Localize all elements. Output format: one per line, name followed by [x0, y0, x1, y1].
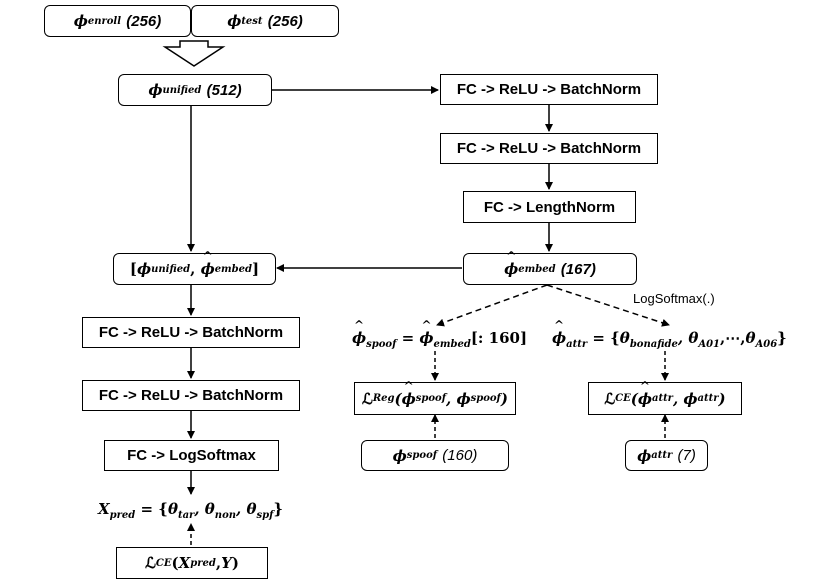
- concat-phi-unified: ϕ: [137, 260, 152, 278]
- loss-reg-b-sub: spoof: [470, 393, 501, 404]
- loss-reg-symbol: ℒ: [362, 389, 373, 408]
- phi-unified-subscript: unified: [162, 84, 202, 96]
- loss-attr-b-sub: attr: [697, 393, 719, 404]
- phi-attr-sub: attr: [651, 450, 673, 461]
- left-fc-relu-bn-1: FC -> ReLU -> BatchNorm: [82, 317, 300, 348]
- phi-test-symbol: ϕ: [227, 12, 242, 30]
- loss-ce-sub: CE: [155, 557, 172, 569]
- loss-reg-a-sub: spoof: [415, 393, 447, 404]
- phi-spoof-symbol: ϕ: [392, 446, 407, 465]
- concat-open-bracket: [: [129, 260, 137, 278]
- left-fc-logsoftmax: FC -> LogSoftmax: [104, 440, 279, 471]
- left-fc-relu-bn-2: FC -> ReLU -> BatchNorm: [82, 380, 300, 411]
- loss-attr-a: ϕ: [638, 379, 652, 408]
- attr-ellipsis: ,⋯,: [720, 329, 746, 347]
- edge-embed-attr: [546, 284, 670, 327]
- spoof-rhs-sub: embed: [433, 339, 471, 350]
- xpred-theta-spf: θ: [246, 500, 257, 518]
- xpred-lhs: X: [98, 500, 110, 518]
- loss-ce-y: Y: [221, 554, 232, 572]
- right-fc-lengthnorm: FC -> LengthNorm: [463, 191, 636, 223]
- attr-theta-bonafide-sub: bonafide: [629, 339, 678, 350]
- spoof-slice: [: 160]: [470, 329, 528, 347]
- attr-theta-bonafide: θ: [619, 329, 630, 347]
- concat-separator: ,: [190, 260, 196, 278]
- phi-enroll-subscript: enroll: [87, 15, 122, 27]
- phi-attr-symbol: ϕ: [637, 446, 652, 465]
- loss-reg-a: ϕ: [402, 379, 416, 408]
- xpred-close: }: [273, 500, 284, 518]
- phi-embed-dim: (167): [560, 260, 596, 278]
- loss-ce-x-sub: pred: [190, 557, 216, 569]
- loss-reg-sub: Reg: [372, 393, 395, 404]
- edge-embed-spoof: [436, 284, 548, 327]
- phi-spoof-dim: (160): [442, 447, 478, 464]
- phi-embed-subscript: embed: [518, 263, 556, 275]
- attr-equation: ϕattr = {θbonafide, θA01,⋯,θA06}: [552, 318, 787, 350]
- spoof-rhs: ϕ: [419, 318, 433, 347]
- xpred-theta-tar-sub: tar: [177, 510, 195, 521]
- spoof-lhs: ϕ: [352, 318, 366, 347]
- attr-theta-a06-sub: A06: [755, 339, 778, 350]
- loss-attr-b: ϕ: [683, 389, 698, 408]
- concat-phi-embed-sub: embed: [214, 263, 252, 275]
- attr-theta-a01: θ: [688, 329, 699, 347]
- attr-equals: = {: [587, 329, 620, 347]
- loss-ce-symbol: ℒ: [145, 554, 156, 572]
- spoof-lhs-sub: spoof: [366, 339, 397, 350]
- phi-spoof-sub: spoof: [406, 450, 438, 461]
- logsoftmax-label: LogSoftmax(.): [633, 291, 715, 306]
- spoof-equals: =: [396, 329, 420, 347]
- xpred-theta-non: θ: [204, 500, 215, 518]
- right-fc-relu-bn-2: FC -> ReLU -> BatchNorm: [440, 133, 658, 164]
- loss-attr-a-sub: attr: [651, 393, 673, 404]
- attr-lhs-sub: attr: [566, 339, 588, 350]
- loss-ce-x: X: [178, 554, 191, 572]
- phi-unified-dim: (512): [206, 81, 242, 99]
- xpred-lhs-sub: pred: [109, 510, 136, 521]
- phi-embed-symbol: ϕ: [504, 249, 518, 278]
- xpred-equation: Xpred = {θtar, θnon, θspf}: [98, 500, 284, 521]
- merge-arrow: [162, 40, 226, 67]
- phi-test-dim: (256): [267, 12, 303, 30]
- phi-enroll-symbol: ϕ: [73, 12, 88, 30]
- loss-attr-sub: CE: [615, 393, 631, 404]
- xpred-equals: = {: [135, 500, 168, 518]
- phi-test-subscript: test: [241, 15, 263, 27]
- phi-unified-symbol: ϕ: [148, 81, 163, 99]
- xpred-theta-non-sub: non: [214, 510, 237, 521]
- attr-close: }: [777, 329, 787, 347]
- concat-close-bracket: ]: [251, 260, 260, 278]
- attr-theta-a06: θ: [745, 329, 756, 347]
- phi-embed-box: ϕembed (167): [463, 249, 637, 285]
- phi-attr-dim: (7): [677, 447, 696, 464]
- right-fc-relu-bn-1: FC -> ReLU -> BatchNorm: [440, 74, 658, 105]
- concat-phi-embed: ϕ: [201, 249, 215, 278]
- loss-ce-close: ): [231, 554, 239, 572]
- attr-lhs: ϕ: [552, 318, 566, 347]
- spoof-slice-equation: ϕspoof = ϕembed[: 160]: [352, 318, 528, 350]
- phi-enroll-dim: (256): [126, 12, 162, 30]
- loss-attr-symbol: ℒ: [604, 389, 616, 408]
- xpred-theta-spf-sub: spf: [256, 510, 274, 521]
- loss-reg-b: ϕ: [456, 389, 471, 408]
- loss-ce-open: (: [171, 554, 179, 572]
- xpred-theta-tar: θ: [167, 500, 178, 518]
- concat-phi-unified-sub: unified: [151, 263, 191, 275]
- loss-ce-sep: ,: [215, 554, 222, 572]
- loss-attr-ce-box: ℒCE(ϕattr, ϕattr): [588, 379, 742, 415]
- attr-theta-a01-sub: A01: [698, 339, 721, 350]
